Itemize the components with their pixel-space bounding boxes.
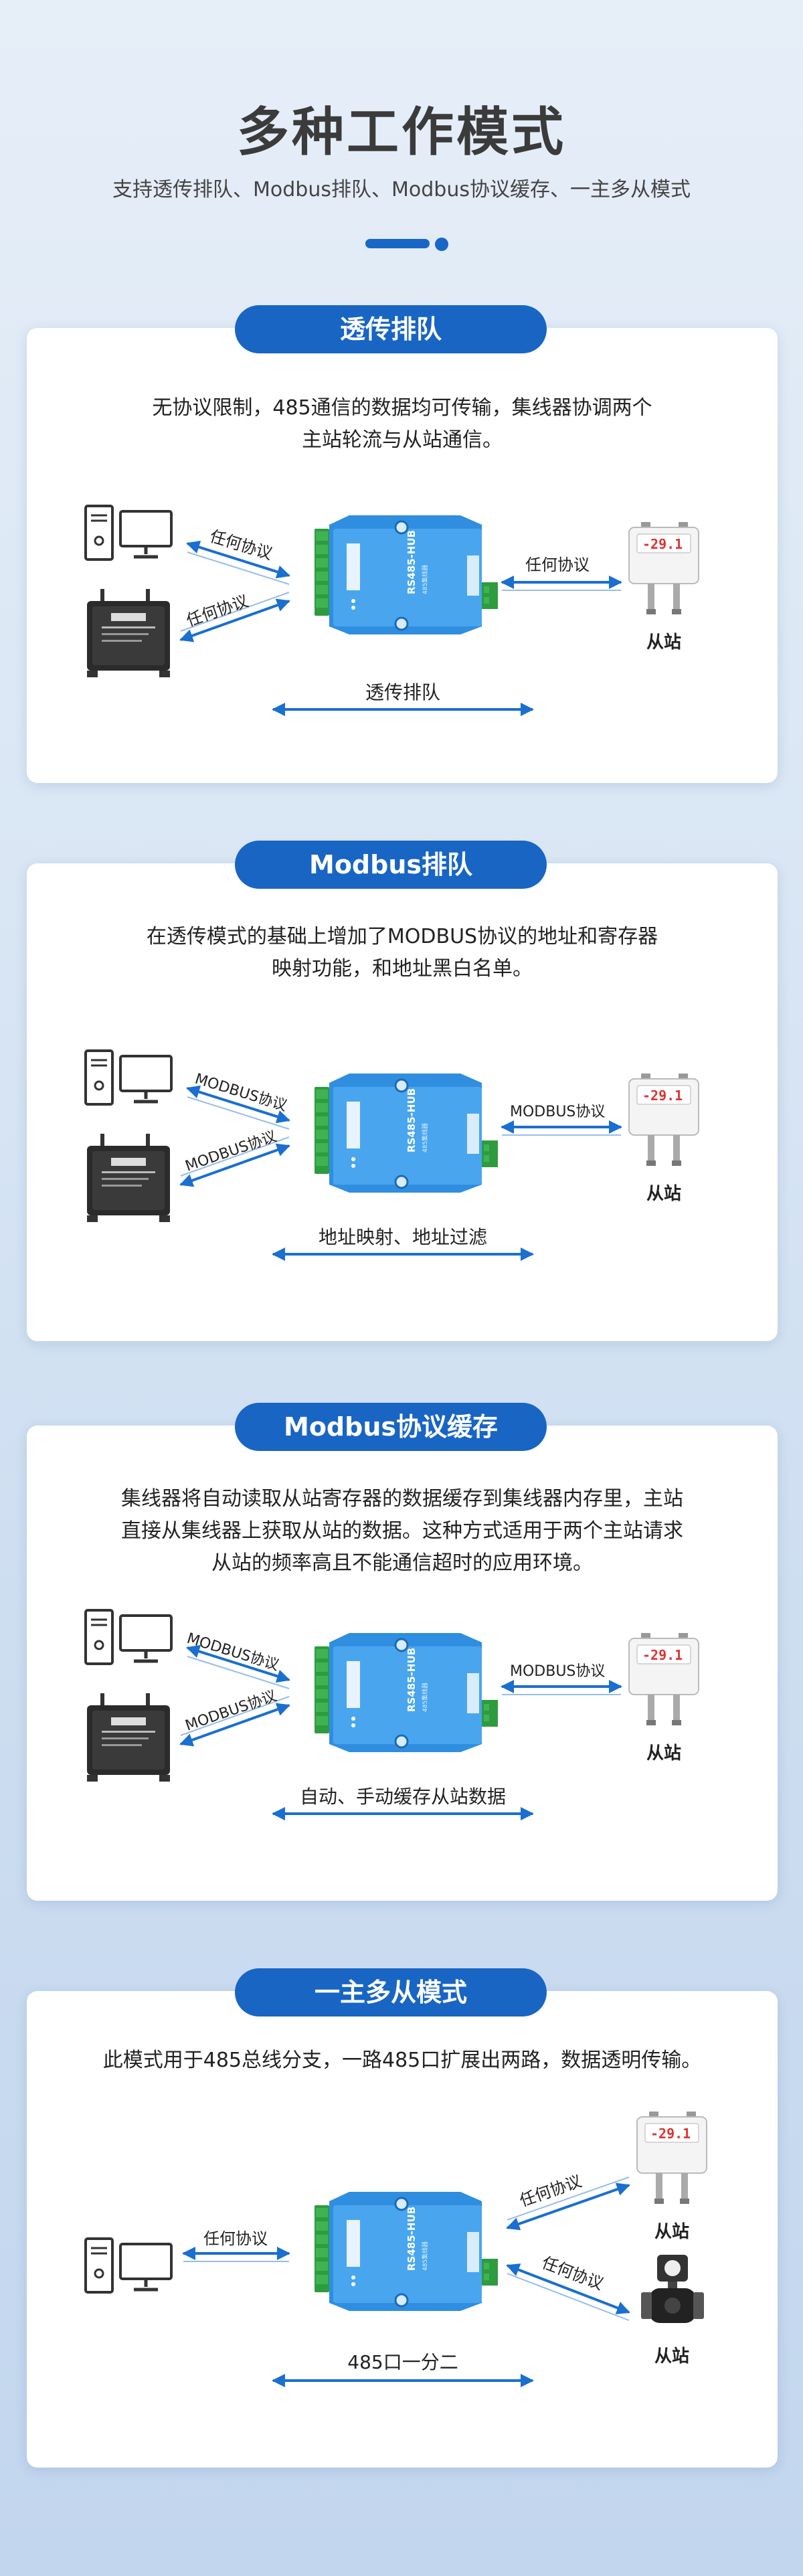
slave-label: 从站 [646,632,681,653]
label-protocol-top: MODBUS协议 [193,1071,288,1115]
computer-icon [86,1610,171,1664]
mode-desc-line-1: 在透传模式的基础上增加了MODBUS协议的地址和寄存器 [146,925,658,948]
mode-desc-line-2: 直接从集线器上获取从站的数据。这种方式适用于两个主站请求 [121,1519,683,1543]
mode-desc-line-1: 此模式用于485总线分支，一路485口扩展出两路，数据透明传输。 [102,2049,702,2072]
mode-desc-line-2: 主站轮流与从站通信。 [302,428,503,452]
label-protocol-right: 任何协议 [525,555,590,574]
mode-bottom-label: 地址映射、地址过滤 [319,1226,487,1248]
sensor-icon [628,1073,699,1167]
page-subtitle: 支持透传排队、Modbus排队、Modbus协议缓存、一主多从模式 [112,178,691,201]
label-protocol-top: 任何协议 [207,527,274,564]
mode-card-modbus-queue: 在透传模式的基础上增加了MODBUS协议的地址和寄存器 映射功能，和地址黑白名单… [27,863,778,1341]
label-protocol-right: MODBUS协议 [510,1104,605,1120]
mode-card-modbus-cache: 集线器将自动读取从站寄存器的数据缓存到集线器内存里，主站 直接从集线器上获取从站… [27,1426,778,1901]
mode-card-transparent-queue: 无协议限制，485通信的数据均可传输，集线器协调两个 主站轮流与从站通信。 任何… [27,328,778,783]
hub-device-icon [313,2191,499,2312]
mode-desc-line-2: 映射功能，和地址黑白名单。 [272,957,533,980]
label-protocol-bottom-right: 任何协议 [539,2253,606,2294]
mode-bottom-label: 自动、手动缓存从站数据 [300,1786,506,1808]
sensor-icon [628,521,699,615]
computer-icon [86,2239,171,2292]
mode-title-transparent-queue: 透传排队 [235,305,547,353]
sensor-icon [636,2112,707,2205]
page-title: 多种工作模式 [236,102,566,163]
diagram-modbus-queue: MODBUS协议 MODBUS协议 MODBUS协议 从站 地址映射、地址过滤 [27,1033,699,1261]
mode-title-modbus-queue: Modbus排队 [235,841,547,889]
mode-desc-line-1: 集线器将自动读取从站寄存器的数据缓存到集线器内存里，主站 [121,1487,683,1511]
diagram-modbus-cache: MODBUS协议 MODBUS协议 MODBUS协议 从站 自动、手动缓存从站数… [27,1593,699,1820]
title-decoration [365,238,450,251]
mode-desc-line-3: 从站的频率高且不能通信超时的应用环境。 [211,1551,593,1575]
computer-icon [86,1051,171,1104]
mode-bottom-label: 485口一分二 [347,2351,458,2373]
flowmeter-icon [641,2255,704,2323]
mode-desc-line-1: 无协议限制，485通信的数据均可传输，集线器协调两个 [152,396,652,420]
sensor-icon [628,1632,699,1726]
slave-label: 从站 [646,1743,681,1764]
computer-icon [86,506,171,560]
diagram-transparent-queue: 任何协议 任何协议 任何协议 从站 透传排队 [27,489,699,716]
gateway-icon [87,1134,170,1222]
gateway-icon [87,589,170,677]
label-protocol-bottom: 任何协议 [184,592,251,630]
mode-bottom-label: 透传排队 [365,681,440,703]
mode-card-one-master-multi-slave: 此模式用于485总线分支，一路485口扩展出两路，数据透明传输。 任何协议 任何… [27,1991,778,2468]
slave-label-top: 从站 [654,2222,689,2242]
label-protocol-right: MODBUS协议 [510,1663,605,1680]
slave-label: 从站 [646,1184,681,1204]
mode-title-modbus-cache: Modbus协议缓存 [235,1403,547,1451]
diagram-one-master-multi-slave: 任何协议 任何协议 任何协议 从站 从站 485口一分二 [27,2112,707,2387]
hub-device-icon [313,1072,499,1194]
mode-title-one-master-multi-slave: 一主多从模式 [235,1968,547,2016]
hub-device-icon [313,514,499,636]
slave-label-bottom: 从站 [654,2346,689,2367]
gateway-icon [87,1693,170,1782]
hub-device-icon [313,1632,499,1753]
label-protocol-left: 任何协议 [203,2229,268,2248]
